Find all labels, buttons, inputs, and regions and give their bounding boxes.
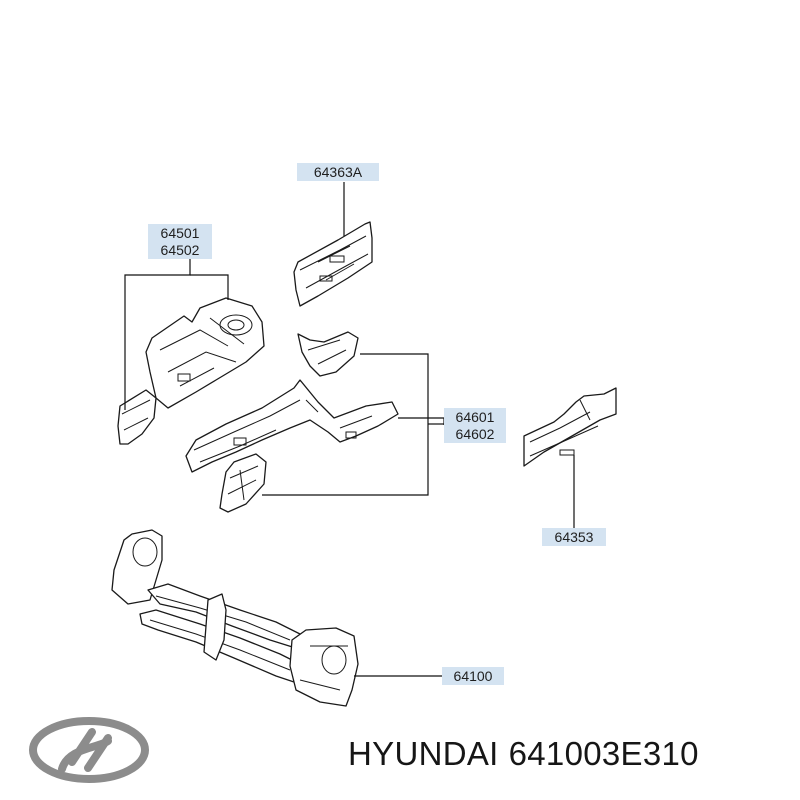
part-number: 641003E310 [508,735,699,772]
callout-64363a: 64363A [297,163,379,181]
callout-64602: 64602 [444,425,506,443]
callout-64501: 64501 [148,224,212,242]
leader-lines [124,182,575,677]
part-64363a-drawing [293,221,373,307]
part-64353-drawing [523,387,617,467]
hyundai-logo-icon [29,717,149,783]
brand-name: HYUNDAI [348,735,499,772]
callout-64100: 64100 [442,667,504,685]
callout-64353: 64353 [542,528,606,546]
part-64501-drawing [117,297,265,445]
part-64601-drawing [185,331,399,513]
callout-64601: 64601 [444,408,506,426]
callout-64502: 64502 [148,241,212,259]
part-64100-drawing [111,529,359,707]
